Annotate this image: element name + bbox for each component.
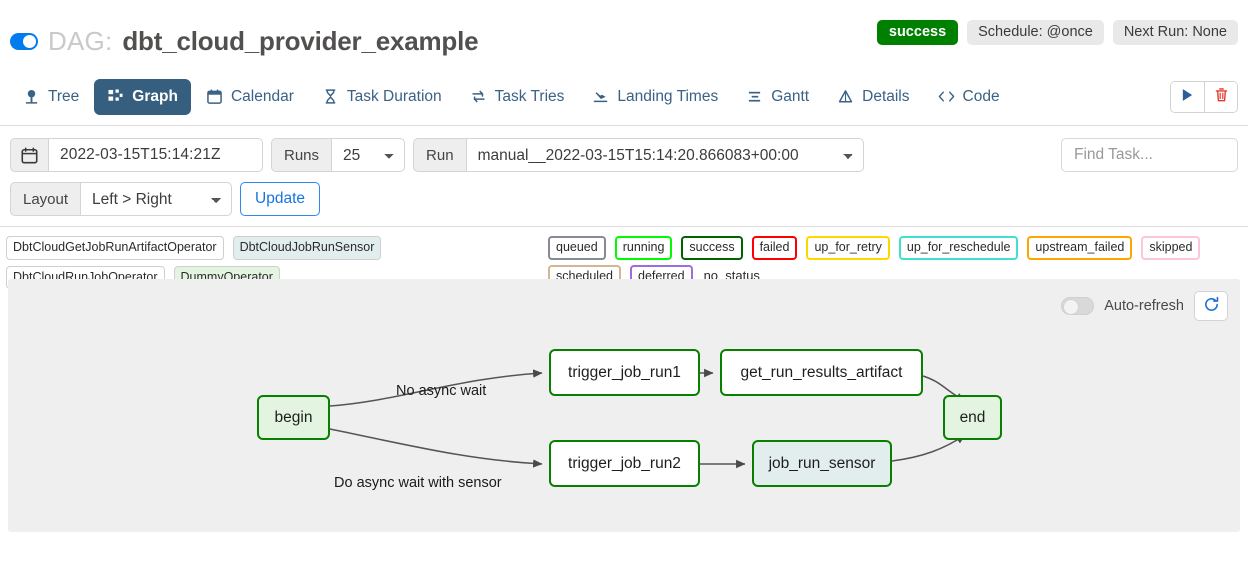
layout-group: Layout Left > Right — [10, 182, 233, 216]
play-icon — [1181, 88, 1194, 105]
tab-landing-times[interactable]: Landing Times — [579, 79, 731, 115]
find-task-input[interactable] — [1061, 138, 1238, 172]
dag-label: DAG: — [48, 26, 113, 56]
run-label: Run — [413, 138, 467, 172]
tab-gantt[interactable]: Gantt — [733, 79, 822, 115]
graph-canvas[interactable]: begin trigger_job_run1 get_run_results_a… — [8, 279, 1240, 532]
legend: DbtCloudGetJobRunArtifactOperator DbtClo… — [0, 227, 1248, 289]
runs-group: Runs 25 — [271, 138, 406, 172]
delete-dag-button[interactable] — [1204, 81, 1237, 112]
view-tabbar: Tree Graph Calendar Task Duration Task T — [0, 68, 1248, 126]
update-button[interactable]: Update — [240, 182, 321, 216]
tab-graph[interactable]: Graph — [94, 78, 191, 115]
edge-label-no-async-wait: No async wait — [396, 383, 487, 399]
graph-node-label: get_run_results_artifact — [740, 363, 903, 381]
legend-state-up-for-reschedule: up_for_reschedule — [898, 236, 1019, 260]
graph-node-label: trigger_job_run2 — [568, 454, 681, 472]
page-title: dbt_cloud_provider_example — [122, 26, 479, 56]
runs-count-select[interactable]: 25 — [331, 138, 406, 172]
runs-label: Runs — [271, 138, 333, 172]
gantt-icon — [746, 88, 763, 105]
tab-calendar[interactable]: Calendar — [193, 79, 307, 115]
layout-label: Layout — [10, 182, 82, 216]
edge-label-do-async-wait: Do async wait with sensor — [334, 475, 502, 491]
graph-node-trigger-job-run2[interactable]: trigger_job_run2 — [549, 440, 700, 487]
tab-task-tries[interactable]: Task Tries — [457, 79, 578, 115]
run-filter-bar: 2022-03-15T15:14:21Z Runs 25 Run manual_… — [0, 126, 1248, 227]
auto-refresh-toggle[interactable] — [1061, 297, 1095, 315]
tab-landing-times-label: Landing Times — [617, 87, 719, 105]
tab-tree[interactable]: Tree — [10, 79, 92, 115]
tab-calendar-label: Calendar — [230, 87, 294, 105]
legend-state-skipped: skipped — [1141, 236, 1201, 260]
refresh-button[interactable] — [1194, 291, 1228, 321]
graph-node-label: trigger_job_run1 — [568, 363, 681, 381]
status-badge: success — [876, 20, 959, 45]
dag-action-buttons — [1170, 80, 1238, 113]
tab-list: Tree Graph Calendar Task Duration Task T — [10, 78, 1013, 115]
run-group: Run manual__2022-03-15T15:14:20.866083+0… — [413, 138, 864, 172]
graph-toolbar: Auto-refresh — [1061, 291, 1228, 321]
legend-operator: DbtCloudJobRunSensor — [232, 236, 382, 260]
tab-code[interactable]: Code — [925, 79, 1013, 115]
graph-edges — [329, 368, 966, 469]
execution-date-input[interactable]: 2022-03-15T15:14:21Z — [48, 138, 263, 172]
trash-icon — [1214, 87, 1229, 106]
legend-state-running: running — [614, 236, 673, 260]
tab-task-duration-label: Task Duration — [346, 87, 442, 105]
graph-node-end[interactable]: end — [943, 395, 1002, 440]
code-icon — [938, 88, 955, 105]
auto-refresh-label: Auto-refresh — [1104, 298, 1184, 314]
layout-select[interactable]: Left > Right — [80, 182, 233, 216]
legend-state-upstream-failed: upstream_failed — [1027, 236, 1133, 260]
dag-enabled-toggle[interactable] — [10, 33, 38, 50]
next-run-badge: Next Run: None — [1112, 20, 1238, 45]
graph-node-get-run-results-artifact[interactable]: get_run_results_artifact — [720, 349, 923, 396]
retry-icon — [470, 88, 487, 105]
tab-tree-label: Tree — [48, 87, 80, 105]
filter-row-primary: 2022-03-15T15:14:21Z Runs 25 Run manual_… — [10, 138, 1238, 172]
header-badges: success Schedule: @once Next Run: None — [876, 20, 1238, 45]
graph-node-begin[interactable]: begin — [257, 395, 330, 440]
dag-run-select[interactable]: manual__2022-03-15T15:14:20.866083+00:00 — [465, 138, 864, 172]
legend-state-up-for-retry: up_for_retry — [806, 236, 890, 260]
graph-node-trigger-job-run1[interactable]: trigger_job_run1 — [549, 349, 700, 396]
landing-icon — [592, 88, 609, 105]
tab-details-label: Details — [862, 87, 910, 105]
triangle-icon — [837, 88, 854, 105]
schedule-badge[interactable]: Schedule: @once — [967, 20, 1104, 45]
refresh-icon — [1203, 296, 1220, 316]
calendar-icon — [206, 88, 223, 105]
tab-gantt-label: Gantt — [771, 87, 810, 105]
tree-icon — [23, 88, 40, 105]
date-group: 2022-03-15T15:14:21Z — [10, 138, 263, 172]
tab-task-duration[interactable]: Task Duration — [309, 79, 455, 115]
dag-title-row: DAG: dbt_cloud_provider_example — [10, 26, 479, 57]
filter-row-layout: Layout Left > Right Update — [10, 182, 1238, 216]
tab-graph-label: Graph — [132, 87, 178, 105]
graph-node-label: end — [959, 408, 986, 426]
tab-code-label: Code — [962, 87, 1000, 105]
graph-icon — [107, 88, 124, 105]
dag-header: DAG: dbt_cloud_provider_example success … — [0, 0, 1248, 68]
graph-node-job-run-sensor[interactable]: job_run_sensor — [752, 440, 892, 487]
legend-operator: DbtCloudGetJobRunArtifactOperator — [6, 236, 224, 260]
graph-node-label: begin — [274, 408, 313, 426]
tab-task-tries-label: Task Tries — [494, 87, 565, 105]
legend-state-failed: failed — [751, 236, 798, 260]
calendar-icon[interactable] — [10, 138, 49, 172]
graph-node-label: job_run_sensor — [768, 454, 876, 472]
hourglass-icon — [322, 88, 339, 105]
graph-panel[interactable]: Auto-refresh — [8, 279, 1240, 532]
legend-state-queued: queued — [548, 236, 606, 260]
tab-details[interactable]: Details — [824, 79, 922, 115]
legend-state-success: success — [681, 236, 743, 260]
trigger-dag-play-button[interactable] — [1171, 81, 1204, 112]
